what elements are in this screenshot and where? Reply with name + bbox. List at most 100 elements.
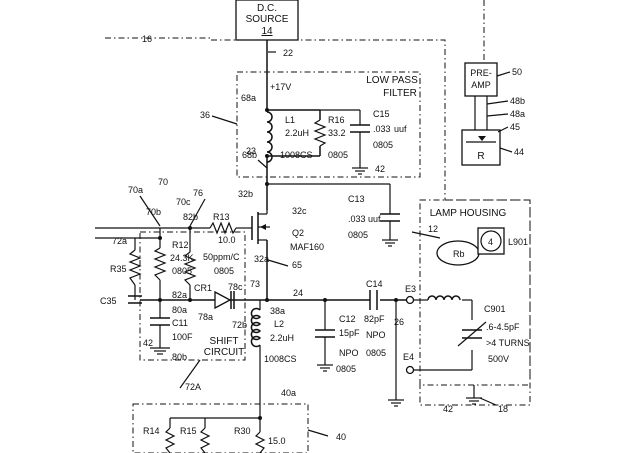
r35-name: R35	[110, 264, 127, 274]
ref-68b: 68b	[242, 150, 257, 160]
c12-name: C12	[339, 314, 356, 324]
c901-voltage: 500V	[488, 354, 509, 364]
c14-size: 0805	[366, 348, 386, 358]
c15-unit: uuf	[394, 124, 407, 134]
c11-name: C11	[172, 318, 188, 328]
symbols	[128, 108, 505, 453]
c12-value: 15pF	[339, 328, 360, 338]
ref-32b: 32b	[238, 189, 253, 199]
ref-22: 22	[283, 48, 293, 58]
detector-letter: R	[477, 151, 484, 162]
c14-type: NPO	[366, 330, 386, 340]
ref-68a: 68a	[241, 93, 256, 103]
l2-value: 2.2uH	[270, 333, 294, 343]
ref-18: 18	[498, 404, 508, 414]
l2-coil	[250, 307, 262, 348]
c15-name: C15	[373, 109, 390, 119]
r16-name: R16	[328, 115, 345, 125]
c12-type: NPO	[339, 348, 359, 358]
ref-12: 12	[428, 224, 438, 234]
q2-name: Q2	[292, 228, 304, 238]
ref-24: 24	[293, 288, 303, 298]
r12-value: 24.3K	[170, 253, 194, 263]
r30-value: 15.0	[268, 436, 286, 446]
ref-80b: 80b	[172, 352, 187, 362]
ref-16: 16	[142, 34, 152, 44]
dc-source-line2: SOURCE	[246, 14, 289, 25]
c13-value: .033	[348, 214, 366, 224]
r13-resistor	[209, 221, 237, 235]
preamp-block: PRE- AMP	[464, 62, 498, 97]
lamp-coil	[427, 295, 461, 301]
c11-value: 100F	[172, 332, 193, 342]
ref-4: 4	[488, 237, 493, 247]
l1-part: 1008CS	[280, 150, 313, 160]
leader-lines	[139, 51, 513, 437]
resistor-bank-box	[132, 403, 309, 453]
c13-unit: uuf	[368, 214, 381, 224]
r13-value: 10.0	[218, 235, 236, 245]
lamp-housing-box	[419, 199, 531, 386]
ref-70a: 70a	[128, 185, 143, 195]
c901-name: C901	[484, 304, 506, 314]
lamp-housing-title: LAMP HOUSING	[430, 208, 507, 219]
c15-value: .033	[373, 124, 391, 134]
r30-name: R30	[234, 426, 251, 436]
c12-size: 0805	[336, 364, 356, 374]
e4-terminal	[405, 365, 415, 375]
ref-42-shift: 42	[143, 338, 153, 348]
ref-40a: 40a	[281, 388, 296, 398]
e3-terminal	[405, 295, 415, 305]
q2-part: MAF160	[290, 242, 324, 252]
r14-name: R14	[143, 426, 160, 436]
ref-e4: E4	[403, 352, 414, 362]
ref-70b: 70b	[146, 207, 161, 217]
ref-l901: L901	[508, 237, 528, 247]
lpf-title-line2: FILTER	[383, 88, 417, 99]
ref-65: 65	[292, 260, 302, 270]
r35-resistor	[128, 249, 142, 286]
c14-name: C14	[366, 279, 383, 289]
ref-48b: 48b	[510, 96, 525, 106]
preamp-line2: AMP	[471, 80, 491, 90]
r12-resistor	[153, 247, 167, 281]
c13-size: 0805	[348, 230, 368, 240]
q2-transistor	[251, 210, 270, 244]
r15-name: R15	[180, 426, 197, 436]
ref-e3: E3	[405, 284, 416, 294]
r16-resistor	[313, 119, 327, 147]
r13-name: R13	[213, 212, 230, 222]
dc-source-ref: 14	[261, 26, 273, 37]
section-labels: LOW PASS FILTER LAMP HOUSING SHIFT CIRCU…	[204, 75, 507, 358]
preamp-line1: PRE-	[470, 68, 492, 78]
l2-name: L2	[274, 319, 284, 329]
ref-72A: 72A	[185, 382, 201, 392]
tc-size: 0805	[214, 266, 234, 276]
c14-value: 82pF	[364, 314, 385, 324]
r16-size: 0805	[328, 150, 348, 160]
c901-variable-arrow	[457, 321, 487, 347]
ref-70c: 70c	[176, 197, 191, 207]
r15-resistor	[199, 427, 211, 453]
ref-78a: 78a	[198, 312, 213, 322]
low-pass-filter-box	[236, 71, 421, 178]
cr1-name: CR1	[194, 283, 212, 293]
dc-source-line1: D.C.	[257, 3, 277, 14]
ref-73: 73	[250, 279, 260, 289]
r12-size: 0805	[172, 266, 192, 276]
ref-50: 50	[512, 67, 522, 77]
lpf-title-line1: LOW PASS	[366, 75, 418, 86]
l2-part: 1008CS	[264, 354, 297, 364]
ref-44: 44	[514, 147, 524, 157]
r16-value: 33.2	[328, 128, 346, 138]
c13-name: C13	[348, 194, 365, 204]
component-labels: L1 2.2uH 1008CS R16 33.2 0805 C15 .033 u…	[100, 109, 530, 446]
boundary-16	[105, 37, 531, 406]
l1-name: L1	[285, 115, 295, 125]
ref-36: 36	[200, 110, 210, 120]
l901-lamp	[477, 227, 505, 255]
ref-38a: 38a	[270, 306, 285, 316]
r14-resistor	[164, 427, 176, 453]
cr1-diode	[214, 290, 235, 310]
